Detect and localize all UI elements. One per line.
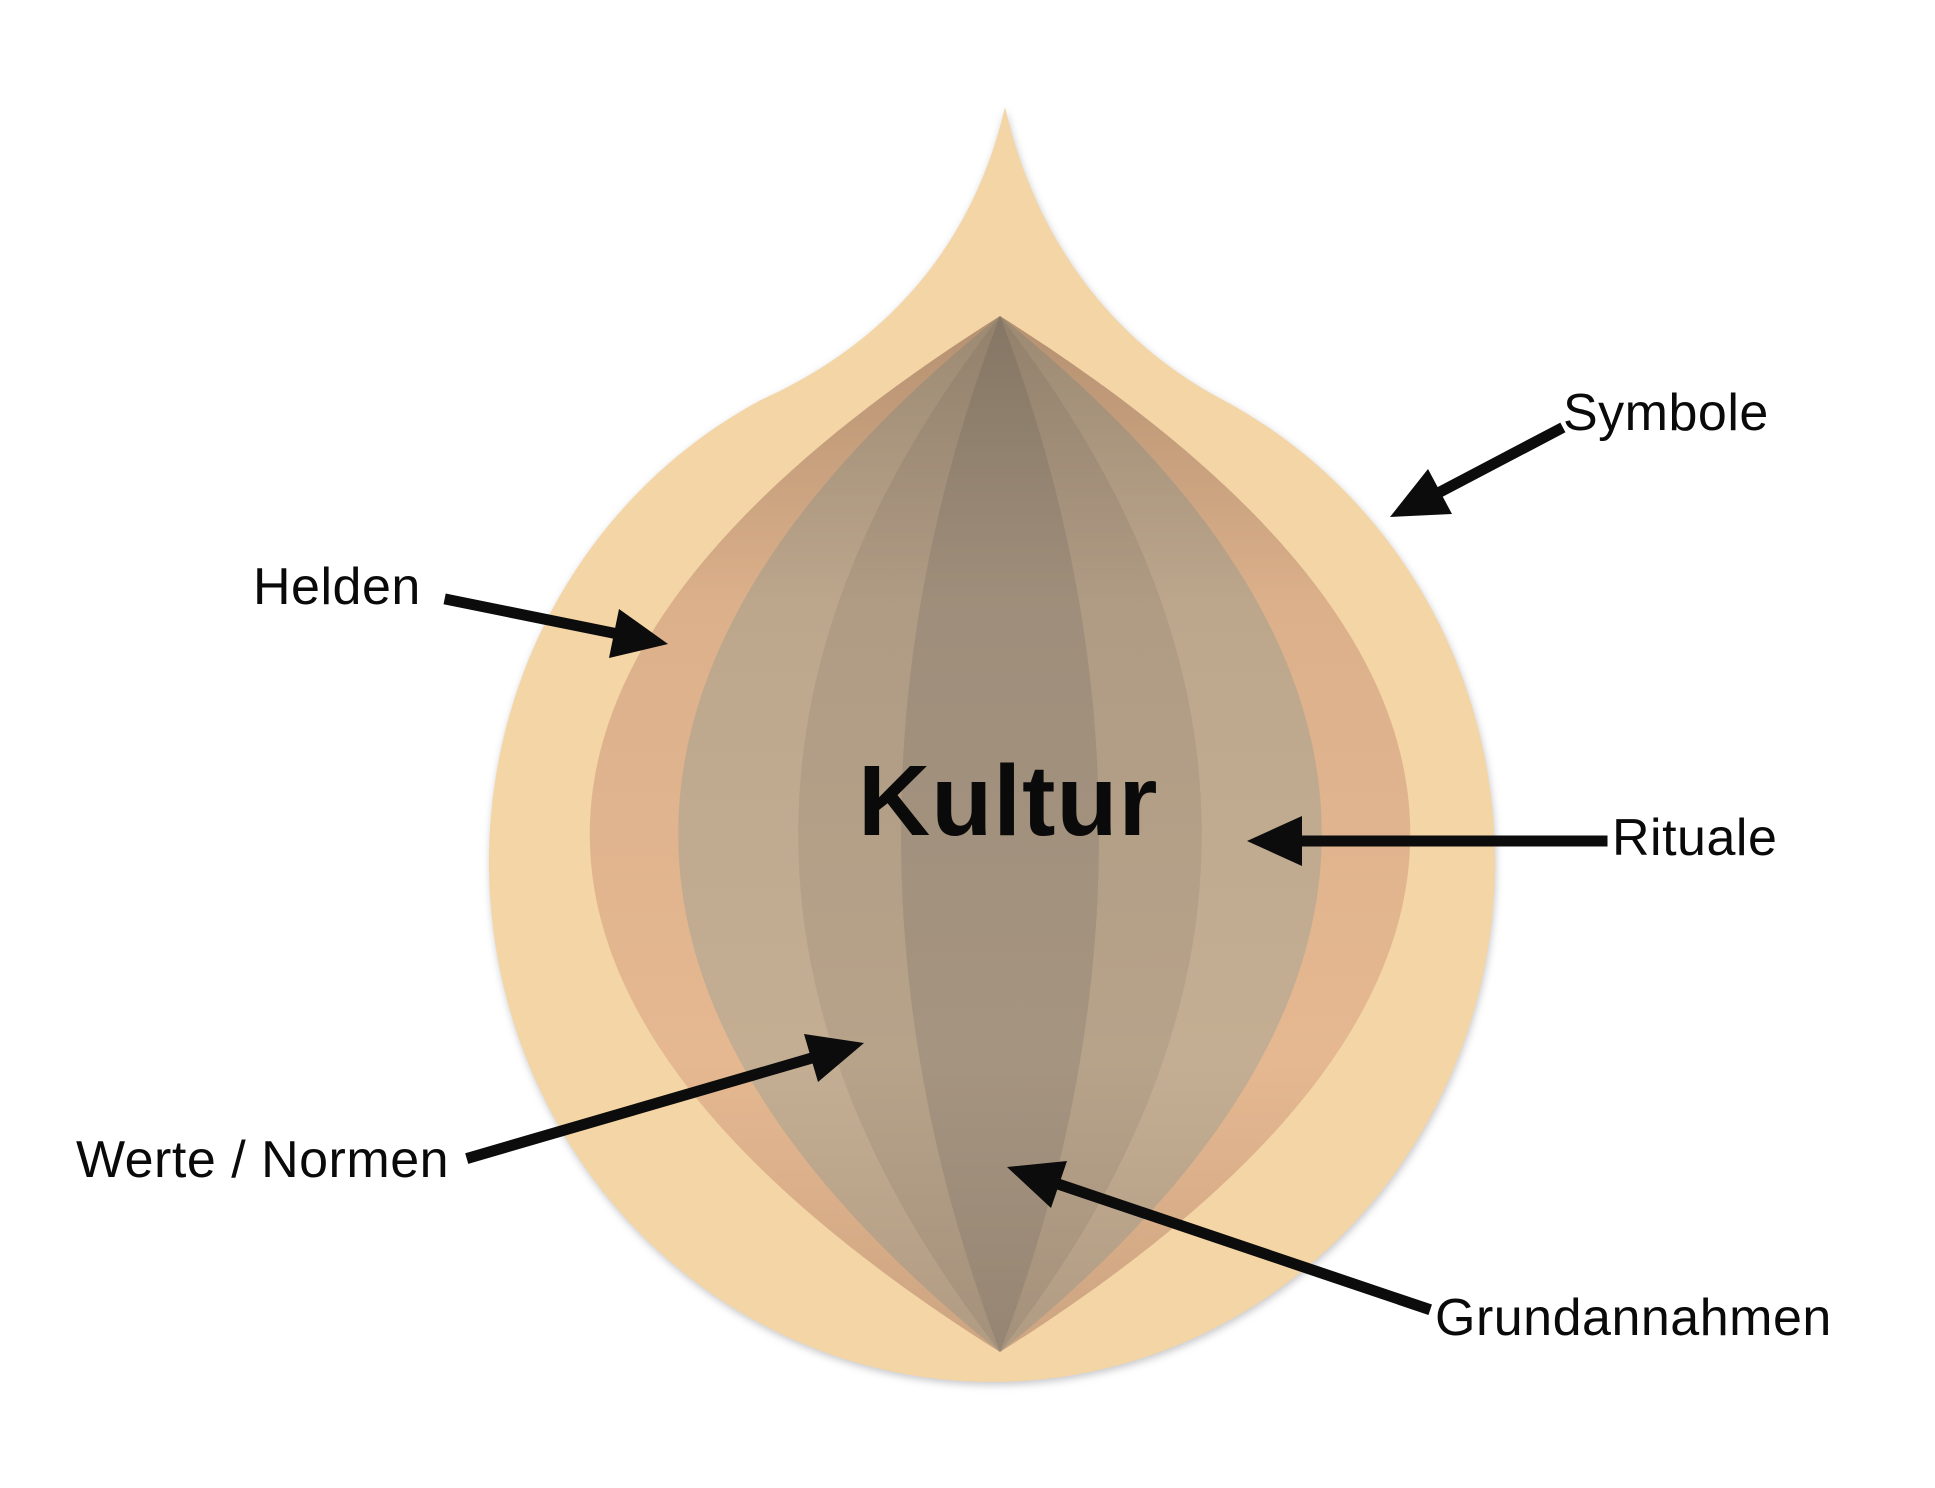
helden-arrowhead-icon	[609, 609, 668, 658]
symbole-arrowhead-icon	[1390, 469, 1452, 517]
label-grundannahmen: Grundannahmen	[1435, 1289, 1832, 1347]
helden-arrow	[443, 593, 668, 658]
werte-normen-arrowhead-icon	[804, 1034, 864, 1082]
rituale-arrowhead-icon	[1247, 816, 1302, 866]
layer-shading-overlay	[589, 316, 1411, 1352]
symbole-arrow-line	[1432, 422, 1566, 500]
label-rituale: Rituale	[1612, 809, 1778, 867]
label-symbole: Symbole	[1563, 384, 1769, 442]
center-title: Kultur	[858, 745, 1159, 857]
werte-normen-arrow	[465, 1034, 864, 1164]
label-helden: Helden	[253, 558, 421, 616]
symbole-arrow	[1390, 422, 1566, 517]
label-werte-normen: Werte / Normen	[76, 1131, 450, 1189]
grundannahmen-arrow	[1007, 1161, 1432, 1315]
helden-arrow-line	[443, 593, 625, 641]
rituale-arrow	[1247, 816, 1608, 866]
werte-normen-arrow-line	[465, 1051, 819, 1164]
grundannahmen-arrowhead-icon	[1007, 1161, 1067, 1208]
grundannahmen-arrow-line	[1051, 1177, 1432, 1315]
